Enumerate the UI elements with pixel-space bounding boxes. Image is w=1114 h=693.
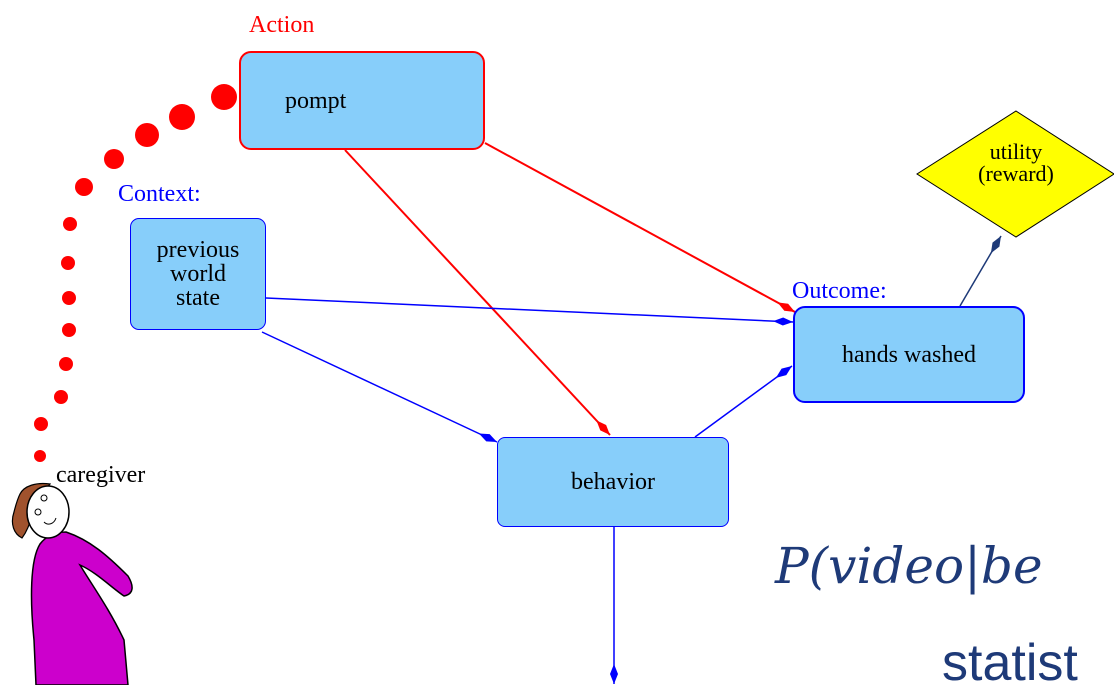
node-previous-world-state-line: world: [170, 261, 226, 287]
node-prompt-label: pompt: [285, 87, 347, 114]
statistics-text: statist: [942, 634, 1078, 692]
node-previous-world-state-line: previous: [156, 237, 240, 263]
edge-context-to-outcome: [265, 297, 794, 326]
label-context: Context:: [118, 181, 201, 207]
edge-behavior-to-outcome: [694, 365, 793, 438]
caregiver-body: [30, 531, 133, 685]
node-utility: utility (reward): [966, 141, 1066, 185]
node-previous-world-state-line: state: [176, 285, 220, 311]
node-behavior: behavior: [497, 437, 729, 527]
caregiver-eye: [40, 494, 48, 502]
node-previous-world-state: previous world state: [130, 218, 266, 330]
caregiver-figure: [11, 482, 133, 685]
edge-outcome-to-utility: [959, 235, 1002, 307]
node-hands-washed: hands washed: [793, 306, 1025, 403]
caregiver-eye: [34, 508, 42, 516]
edge-prompt-to-outcome: [484, 142, 796, 313]
node-utility-line: utility: [989, 139, 1043, 164]
edge-context-to-behavior: [261, 331, 498, 443]
formula-video-behavior: P(video|be: [775, 537, 1043, 595]
caregiver-head: [26, 485, 70, 539]
node-hands-washed-label: hands washed: [842, 341, 976, 368]
node-utility-line: (reward): [978, 161, 1054, 186]
node-behavior-label: behavior: [571, 469, 655, 495]
utility-diamond: [916, 110, 1114, 238]
caregiver-action-dots: [34, 84, 237, 462]
label-caregiver: caregiver: [56, 462, 146, 488]
label-action: Action: [249, 12, 315, 38]
label-outcome: Outcome:: [792, 278, 887, 304]
node-prompt: pompt: [239, 51, 485, 150]
caregiver-mouth: [43, 517, 57, 525]
edge-prompt-to-behavior: [344, 149, 611, 436]
